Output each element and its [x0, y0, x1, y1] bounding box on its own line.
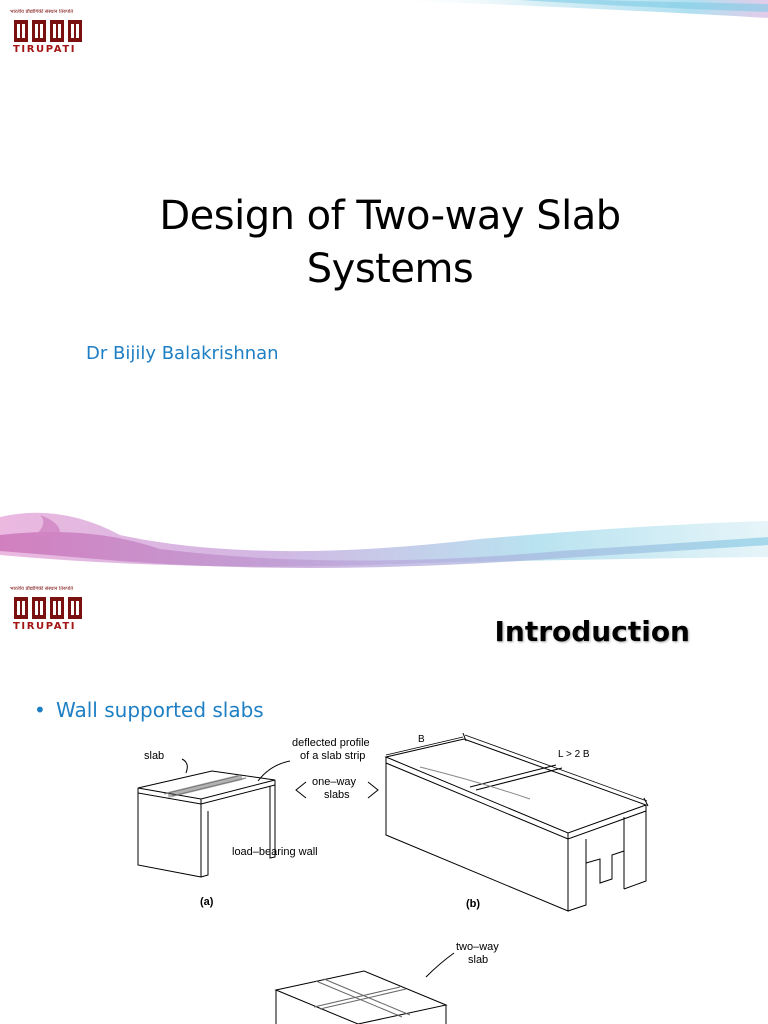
slide-title: Design of Two-way Slab Systems	[60, 190, 720, 296]
bottom-swoosh-decoration	[0, 512, 768, 568]
figure-c-slab-diagram	[274, 952, 455, 1024]
logo-word: TIRUPATI	[13, 44, 77, 55]
bullet-dot-icon: •	[34, 698, 46, 722]
title-slide: भारतीय प्रौद्योगिकी संस्थान तिरुपति TIRU…	[0, 0, 768, 568]
label-deflected-2: of a slab strip	[300, 750, 365, 762]
label-oneway-1: one–way	[312, 776, 357, 788]
left-chevron-icon	[295, 781, 307, 799]
label-twoway-2: slab	[468, 954, 488, 966]
label-L: L > 2 B	[558, 749, 590, 760]
logo-hindi-text: भारतीय प्रौद्योगिकी संस्थान तिरुपति	[10, 9, 74, 15]
top-swoosh-decoration	[380, 0, 768, 18]
logo-word: TIRUPATI	[13, 621, 77, 632]
introduction-slide: भारतीय प्रौद्योगिकी संस्थान तिरुपति TIRU…	[0, 577, 768, 1024]
label-oneway-2: slabs	[324, 789, 350, 801]
label-slab: slab	[144, 750, 164, 762]
label-a: (a)	[200, 896, 214, 908]
label-twoway-1: two–way	[456, 941, 499, 953]
logo-emblem-icon	[14, 597, 82, 619]
figure-b-slab-diagram	[384, 732, 649, 912]
logo-hindi-text: भारतीय प्रौद्योगिकी संस्थान तिरुपति	[10, 586, 74, 592]
right-chevron-icon	[367, 781, 379, 799]
author-name: Dr Bijily Balakrishnan	[86, 343, 279, 364]
slide-title-line2: Systems	[306, 246, 474, 292]
slab-figure: slab deflected profile of a slab strip l…	[137, 732, 649, 1024]
iit-tirupati-logo: भारतीय प्रौद्योगिकी संस्थान तिरुपति TIRU…	[0, 577, 92, 641]
label-wall: load–bearing wall	[232, 846, 318, 858]
slide-heading: Introduction	[494, 615, 690, 648]
iit-tirupati-logo: भारतीय प्रौद्योगिकी संस्थान तिरुपति TIRU…	[0, 0, 92, 64]
slide-title-line1: Design of Two-way Slab	[159, 193, 621, 239]
label-deflected-1: deflected profile	[292, 737, 370, 749]
logo-emblem-icon	[14, 20, 82, 42]
label-b: (b)	[466, 898, 480, 910]
figure-a-slab-diagram	[137, 758, 291, 878]
label-B: B	[418, 734, 425, 745]
bullet-text: Wall supported slabs	[56, 698, 264, 722]
bullet-item: • Wall supported slabs	[34, 698, 264, 722]
